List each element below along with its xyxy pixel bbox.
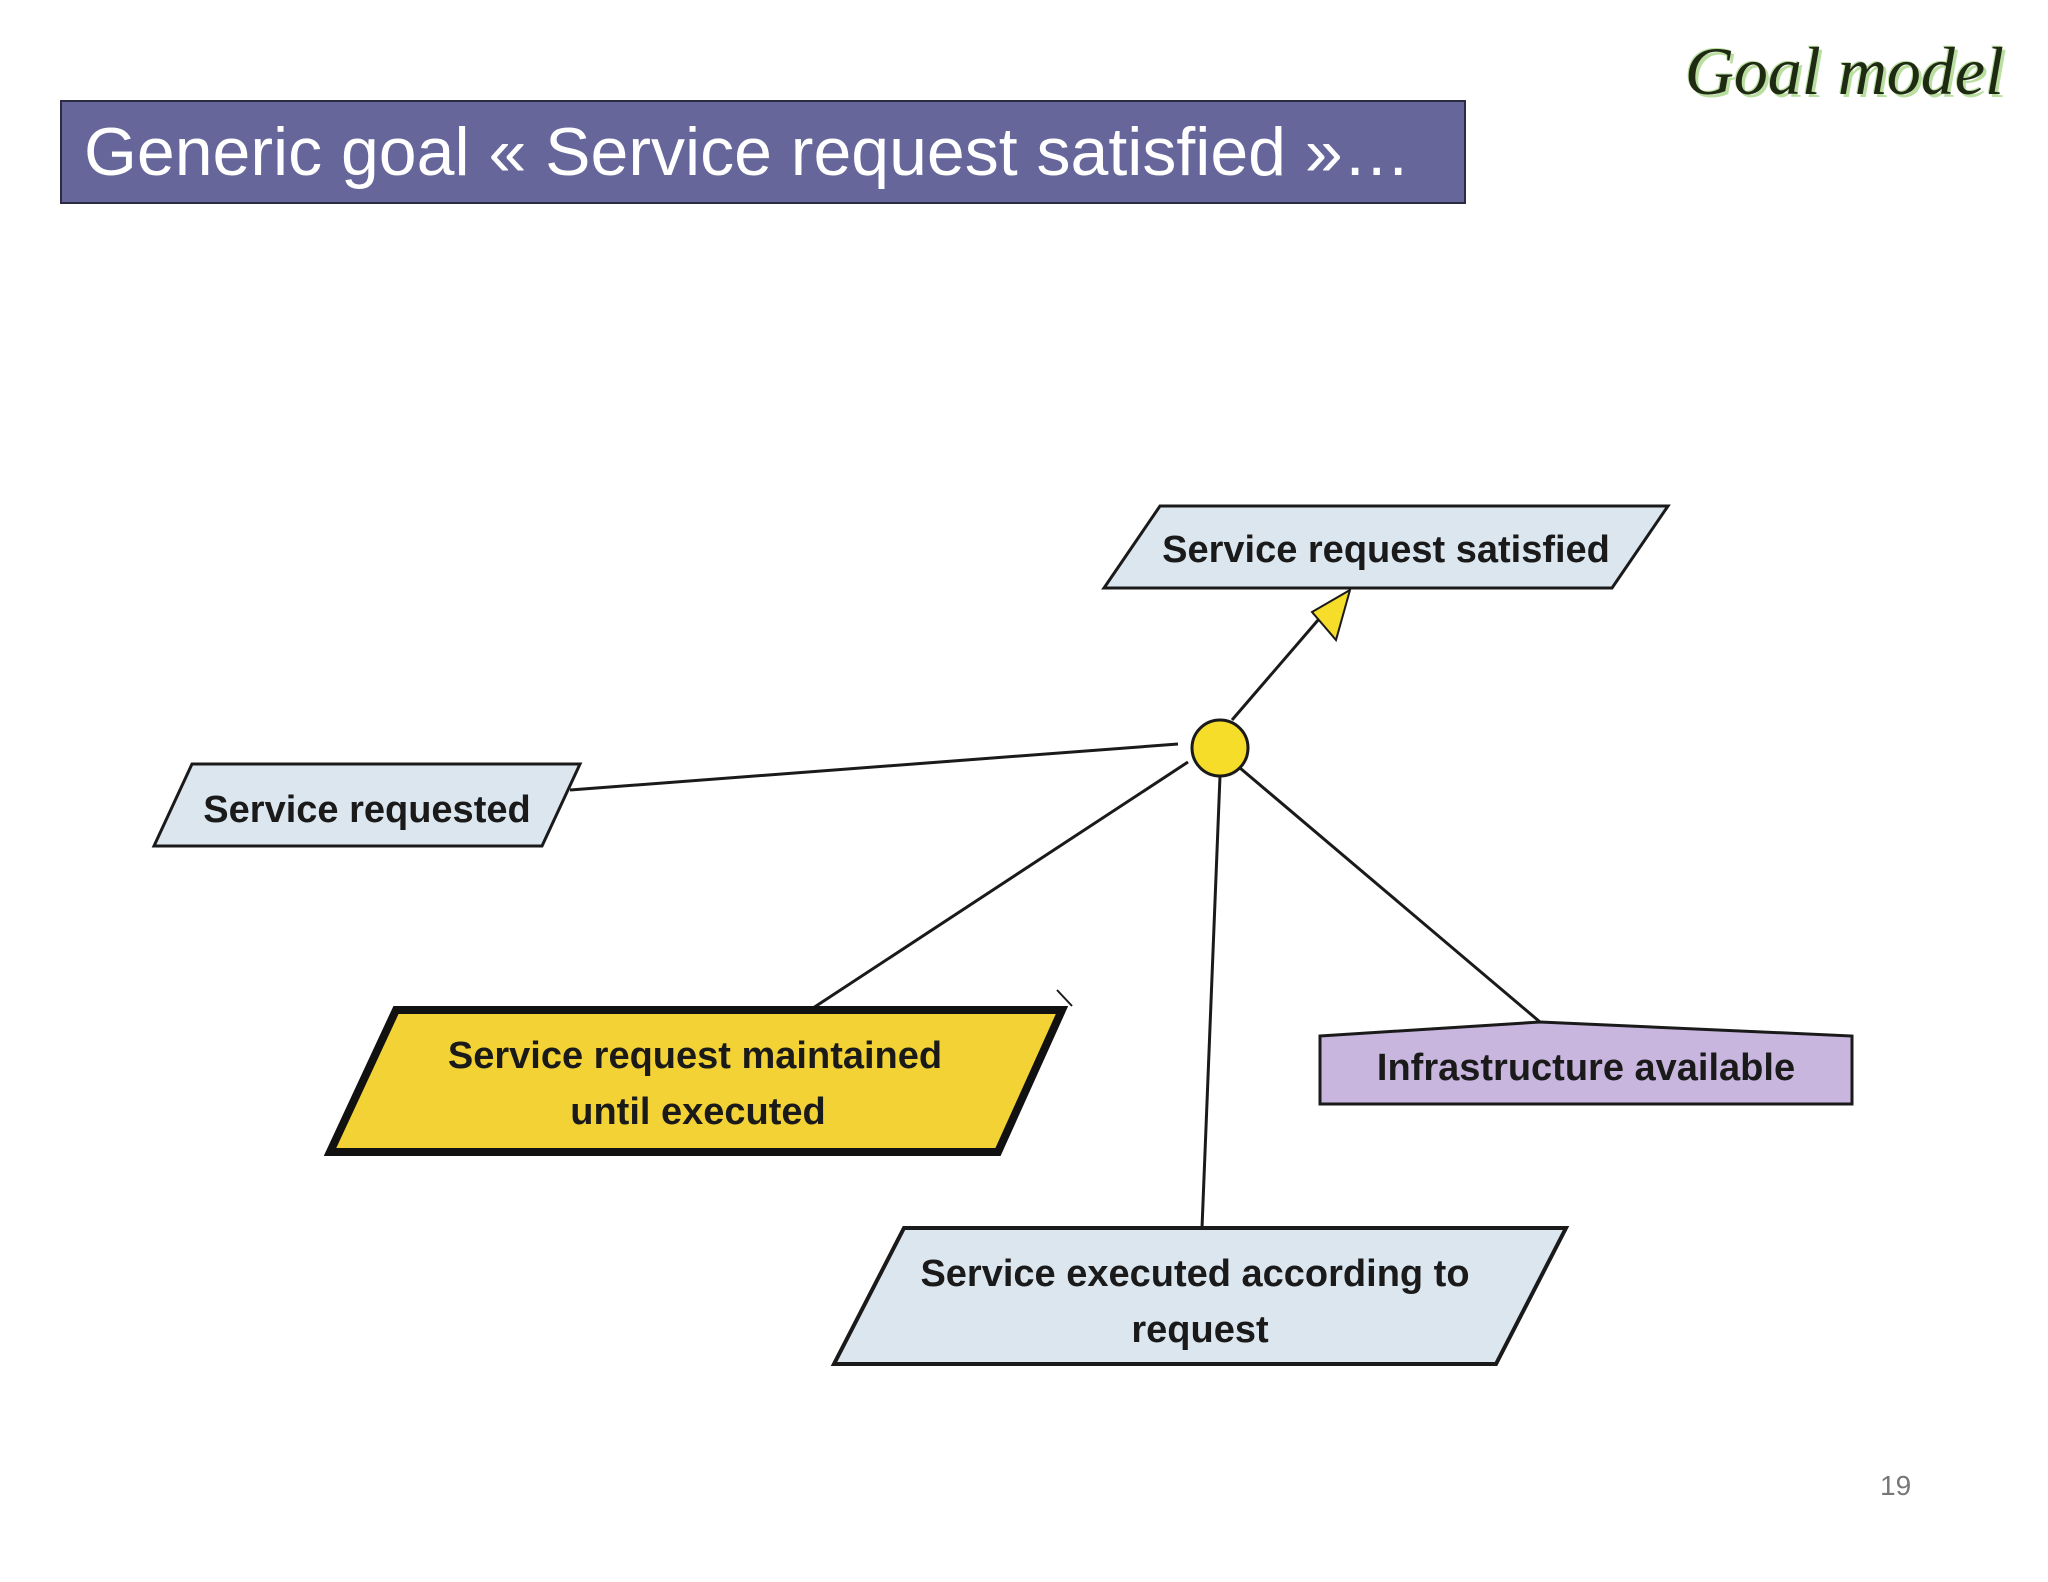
link-root-goal [1230, 611, 1327, 721]
tick-mark [1056, 989, 1073, 1007]
goal-service-request-maintained: Service request maintained until execute… [323, 1006, 1069, 1156]
and-refinement-node [1190, 718, 1250, 778]
page-number: 19 [1880, 1470, 1912, 1501]
title-banner: Generic goal « Service request satisfied… [60, 100, 1466, 204]
goal-shape [1101, 504, 1671, 590]
goal-service-requested: Service requested [151, 762, 583, 848]
section-label: Goal model [1684, 33, 2004, 109]
domain-property-infrastructure-available: Infrastructure available [1318, 1020, 1854, 1106]
goal-label-line-1: Service request maintained [448, 1035, 942, 1077]
link-infrastructure-available [1239, 766, 1541, 1024]
domain-property-shape [1318, 1020, 1854, 1106]
goal-label: Service requested [203, 789, 530, 831]
goal-label-line-2: until executed [570, 1091, 826, 1133]
arrowhead-icon [1310, 587, 1352, 643]
slide-title: Generic goal « Service request satisfied… [84, 114, 1411, 190]
goal-service-request-satisfied: Service request satisfied [1101, 504, 1671, 590]
goal-label: Service request satisfied [1162, 529, 1610, 571]
link-service-executed [1200, 775, 1222, 1229]
goal-shape [151, 762, 583, 848]
goal-shape [323, 1006, 1069, 1156]
goal-shape [830, 1226, 1570, 1366]
goal-label-line-2: request [1131, 1309, 1269, 1351]
domain-property-label: Infrastructure available [1377, 1047, 1795, 1089]
link-service-request-maintained [809, 760, 1189, 1012]
link-service-requested [569, 742, 1179, 792]
goal-label-line-1: Service executed according to [920, 1253, 1469, 1295]
goal-service-executed: Service executed according to request [830, 1226, 1570, 1366]
